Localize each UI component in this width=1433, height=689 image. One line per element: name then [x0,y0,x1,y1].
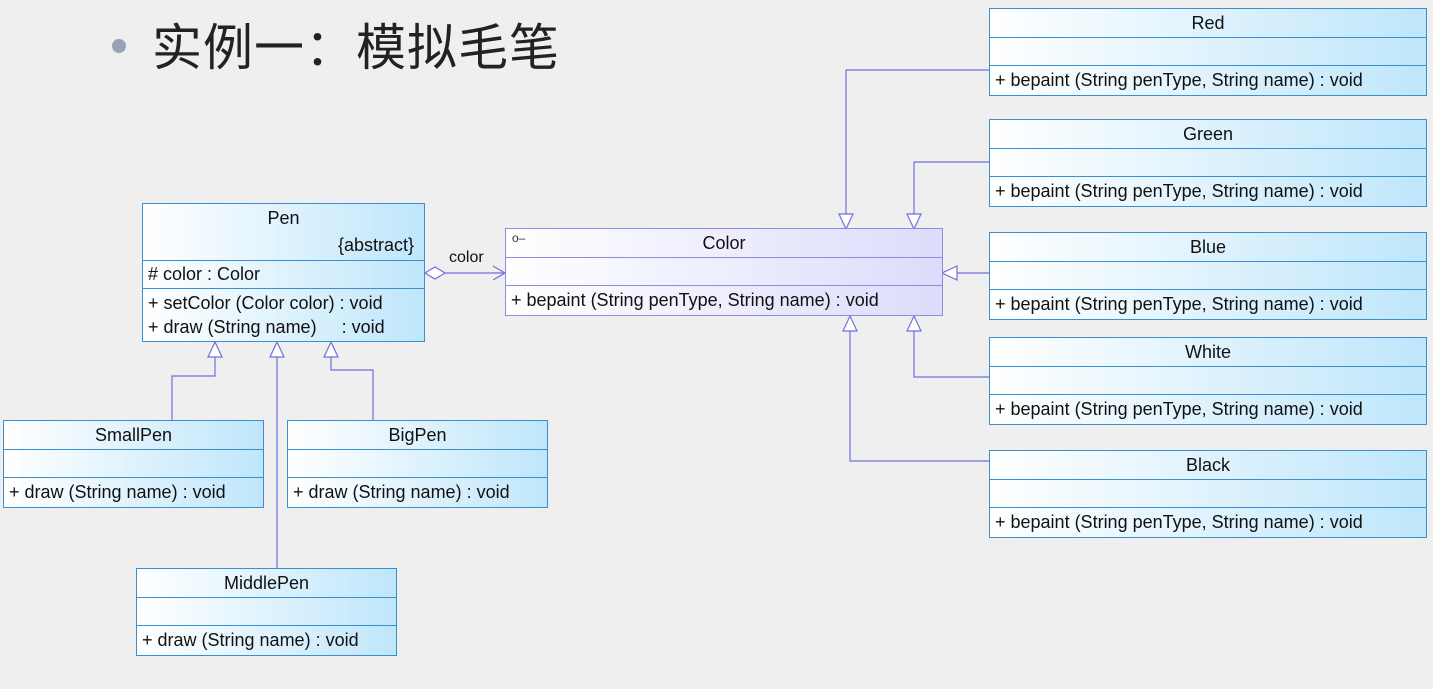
class-operations: + bepaint (String penType, String name) … [990,176,1426,206]
class-name: Black [1185,454,1230,475]
class-operations: + bepaint (String penType, String name) … [990,394,1426,424]
operation: + bepaint (String penType, String name) … [995,181,1363,201]
gen-arrow-smallpen [207,340,223,358]
aggregation-diamond [423,266,447,280]
operation: + setColor (Color color) : void [148,293,383,313]
class-header: MiddlePen [137,569,396,597]
class-operations: + bepaint (String penType, String name) … [506,285,942,315]
class-attributes [137,597,396,625]
class-black[interactable]: Black + bepaint (String penType, String … [989,450,1427,538]
class-stereotype: {abstract} [337,235,414,255]
operation: + bepaint (String penType, String name) … [995,70,1363,90]
class-name: SmallPen [94,424,173,445]
real-red-color [845,69,990,214]
class-name: White [1184,341,1231,362]
gen-smallpen-pen [171,357,216,420]
class-header: BigPen [288,421,547,449]
class-name: BigPen [388,424,447,445]
class-header: White [990,338,1426,366]
operation: + draw (String name) : void [293,482,510,502]
bullet-icon [112,39,126,53]
real-white-color [913,331,990,378]
class-attributes [990,479,1426,507]
class-attributes [990,37,1426,65]
real-arrow-blue [940,265,958,281]
real-arrow-white [906,314,922,332]
operation: + bepaint (String penType, String name) … [995,399,1363,419]
real-green-color [913,161,990,214]
class-header: o– Color [506,229,942,257]
title-text: 实例一：模拟毛笔 [152,19,560,77]
real-arrow-black [842,314,858,332]
class-blue[interactable]: Blue + bepaint (String penType, String n… [989,232,1427,320]
slide-title: 实例一：模拟毛笔 [112,8,560,80]
real-arrow-red [838,213,854,231]
class-attributes [990,366,1426,394]
interface-icon: o– [512,231,526,245]
class-operations: + draw (String name) : void [288,477,547,507]
class-operations: + draw (String name) : void [137,625,396,655]
class-name: Green [1182,123,1234,144]
operation: + bepaint (String penType, String name) … [511,290,879,310]
class-operations: + setColor (Color color) : void + draw (… [143,288,424,342]
class-operations: + bepaint (String penType, String name) … [990,507,1426,537]
class-name: Color [702,232,746,253]
operation: + draw (String name) : void [9,482,226,502]
interface-color[interactable]: o– Color + bepaint (String penType, Stri… [505,228,943,316]
gen-bigpen-pen [330,357,374,420]
class-name: Blue [1189,236,1227,257]
class-white[interactable]: White + bepaint (String penType, String … [989,337,1427,425]
class-bigpen[interactable]: BigPen + draw (String name) : void [287,420,548,508]
class-header: Red [990,9,1426,37]
class-middlepen[interactable]: MiddlePen + draw (String name) : void [136,568,397,656]
operation: + draw (String name) : void [142,630,359,650]
operation: + bepaint (String penType, String name) … [995,294,1363,314]
gen-arrow-bigpen [323,340,339,358]
class-operations: + draw (String name) : void [4,477,263,507]
class-header: Green [990,120,1426,148]
real-black-color [849,331,990,462]
class-header: Black [990,451,1426,479]
class-green[interactable]: Green + bepaint (String penType, String … [989,119,1427,207]
class-header: SmallPen [4,421,263,449]
class-attributes [506,257,942,285]
class-red[interactable]: Red + bepaint (String penType, String na… [989,8,1427,96]
class-operations: + bepaint (String penType, String name) … [990,289,1426,319]
association-label: color [449,249,484,266]
class-header: Blue [990,233,1426,261]
gen-arrow-middlepen [269,340,285,358]
class-header: Pen {abstract} [143,204,424,260]
class-name: Pen [267,208,300,228]
real-arrow-green [906,213,922,231]
operation: + draw (String name) : void [148,317,385,337]
class-attribute: # color : Color [143,260,424,288]
class-name: Red [1191,12,1225,33]
class-attributes [990,148,1426,176]
class-attributes [4,449,263,477]
class-pen[interactable]: Pen {abstract} # color : Color + setColo… [142,203,425,342]
class-attributes [990,261,1426,289]
class-attributes [288,449,547,477]
class-name: MiddlePen [223,572,310,593]
class-operations: + bepaint (String penType, String name) … [990,65,1426,95]
operation: + bepaint (String penType, String name) … [995,512,1363,532]
class-smallpen[interactable]: SmallPen + draw (String name) : void [3,420,264,508]
